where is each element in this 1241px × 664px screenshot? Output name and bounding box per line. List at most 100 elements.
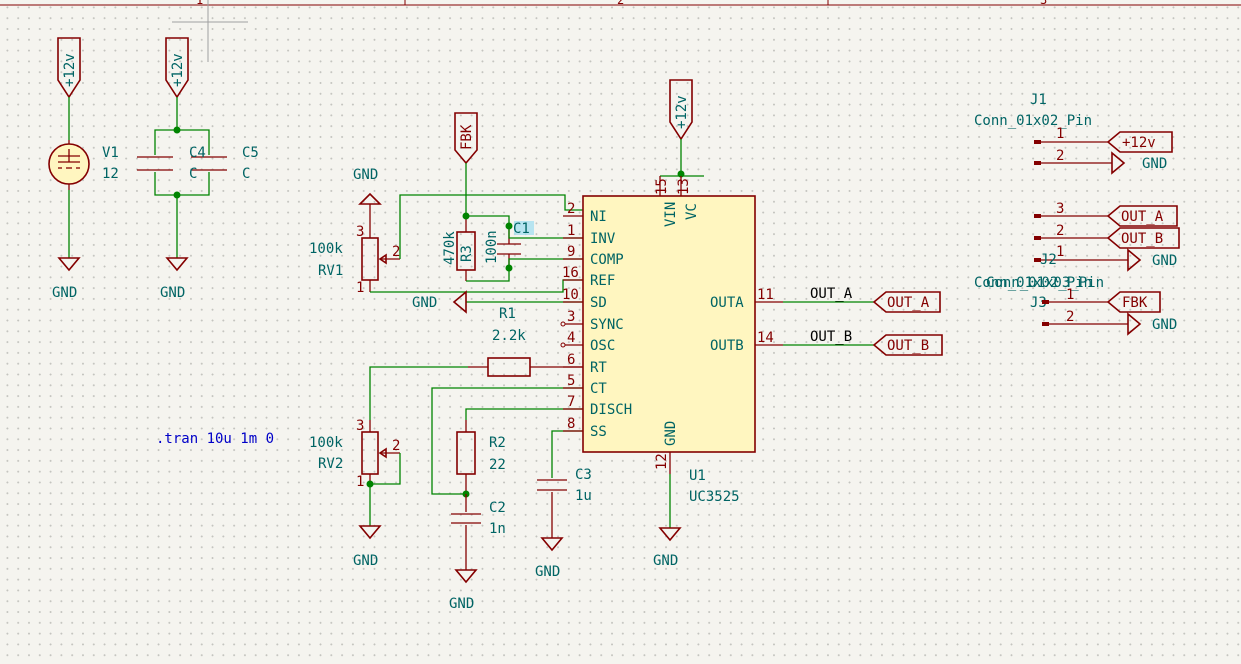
net-out-a[interactable]: OUT_A OUT_A <box>783 286 941 313</box>
gnd-symbol-c4[interactable]: GND <box>160 257 189 301</box>
u1-pin-name: REF <box>590 273 615 289</box>
u1-pin-name: VC <box>684 203 700 220</box>
rv2-ref: RV2 <box>318 456 343 472</box>
j2-out-b-label: OUT_B <box>1121 231 1163 247</box>
u1-pin-name: NI <box>590 209 607 225</box>
global-label-fbk[interactable]: FBK <box>454 112 478 165</box>
c1-ref: C1 <box>513 221 530 237</box>
j1-pin1: 1 <box>1056 126 1064 142</box>
u1-pin-num: 3 <box>567 309 575 325</box>
u1-pin-name: RT <box>590 360 607 376</box>
resistor-r3[interactable]: R3 470k <box>442 163 476 281</box>
c4-value: C <box>189 166 197 182</box>
connector-j1[interactable]: J1 Conn_01x02_Pin 1 2 +12v GND <box>974 92 1173 175</box>
j3-ref: J3 <box>1030 295 1047 311</box>
spice-directive[interactable]: .tran 10u 1m 0 <box>156 431 274 447</box>
gnd-label: GND <box>653 553 678 569</box>
gnd-label: GND <box>449 596 474 612</box>
v1-value: 12 <box>102 166 119 182</box>
rv1-pin2: 2 <box>392 244 400 260</box>
u1-pin-name: DISCH <box>590 402 632 418</box>
rv2-value: 100k <box>309 435 343 451</box>
net-out-b[interactable]: OUT_B OUT_B <box>783 329 943 356</box>
rv2-pin1: 1 <box>356 474 364 490</box>
ic-u1-uc3525[interactable]: GND 2 1 9 16 10 3 4 6 5 7 8 NI INV COMP … <box>560 139 783 569</box>
gnd-label: GND <box>1152 253 1177 269</box>
u1-pin-num: 6 <box>567 352 575 368</box>
gnd-label: GND <box>353 553 378 569</box>
potentiometer-rv2[interactable]: GND 3 2 1 100k RV2 <box>309 366 468 569</box>
global-label-out-a: OUT_A <box>887 295 930 311</box>
power-flag-12v-c4[interactable]: +12v <box>165 37 189 99</box>
rv1-ref: RV1 <box>318 263 343 279</box>
rv2-pin2: 2 <box>392 438 400 454</box>
gnd-symbol-sd[interactable]: GND <box>412 290 583 314</box>
u1-pin-name: COMP <box>590 252 624 268</box>
u1-pin-num: 12 <box>654 453 670 470</box>
resistor-r1[interactable]: R1 2.2k <box>468 306 583 377</box>
power-flag-label: +12v <box>674 95 690 129</box>
c2-value: 1n <box>489 521 506 537</box>
u1-pin-name: OUTB <box>710 338 744 354</box>
rv1-pin1: 1 <box>356 280 364 296</box>
u1-pin-num: 16 <box>562 265 579 281</box>
gnd-label: GND <box>412 295 437 311</box>
j3-value: Conn_01x02_Pin <box>974 275 1092 291</box>
connector-j2[interactable]: 3 2 1 OUT_A OUT_B GND J2 Conn_01x03_Pin <box>986 201 1180 291</box>
u1-pin-num: 7 <box>567 394 575 410</box>
j1-value: Conn_01x02_Pin <box>974 113 1092 129</box>
u1-pin-num: 1 <box>567 223 575 239</box>
c5-ref: C5 <box>242 145 259 161</box>
r2-value: 22 <box>489 457 506 473</box>
j1-ref: J1 <box>1030 92 1047 108</box>
net-label-out-b: OUT_B <box>810 329 852 345</box>
j2-out-a-label: OUT_A <box>1121 209 1164 225</box>
j2-ref: J2 <box>1040 252 1057 268</box>
border-number-2: 2 <box>617 0 624 7</box>
u1-pin-name: GND <box>663 421 679 446</box>
c5-value: C <box>242 166 250 182</box>
power-flag-label: +12v <box>170 53 186 87</box>
power-flag-12v-v1[interactable]: +12v <box>57 37 81 99</box>
j2-pin3: 3 <box>1056 201 1064 217</box>
v1-ref: V1 <box>102 145 119 161</box>
u1-pin-num: 10 <box>562 287 579 303</box>
capacitor-c2[interactable]: GND C2 1n <box>449 494 506 612</box>
j1-pin2: 2 <box>1056 148 1064 164</box>
u1-pin-name: CT <box>590 381 607 397</box>
crosshair-cursor-icon <box>172 0 248 62</box>
j2-pin1: 1 <box>1056 244 1064 260</box>
u1-pin-num: 5 <box>567 373 575 389</box>
j2-value: Conn_01x03_Pin <box>986 275 1104 291</box>
sheet-border: 1 2 3 <box>0 0 1241 7</box>
j1-12v-label: +12v <box>1122 135 1156 151</box>
gnd-symbol-v1[interactable]: GND <box>52 257 81 301</box>
rv1-pin3: 3 <box>356 224 364 240</box>
u1-pin-name: VIN <box>663 202 679 227</box>
global-label-out-b: OUT_B <box>887 338 929 354</box>
u1-pin-name: SD <box>590 295 607 311</box>
rv1-value: 100k <box>309 241 343 257</box>
capacitor-c4-c5[interactable]: C4 C C5 C <box>137 97 259 258</box>
power-flag-12v-u1[interactable]: +12v <box>669 79 693 141</box>
capacitor-c3[interactable]: GND C3 1u <box>535 430 592 580</box>
u1-value: UC3525 <box>689 489 740 505</box>
voltage-source-v1[interactable]: V1 12 <box>48 97 119 258</box>
u1-pin-num: 13 <box>676 178 692 195</box>
net-label-out-a: OUT_A <box>810 286 853 302</box>
gnd-label: GND <box>535 564 560 580</box>
r3-value: 470k <box>442 231 458 265</box>
capacitor-c1[interactable]: C1 100n <box>484 221 534 268</box>
rv2-pin3: 3 <box>356 418 364 434</box>
u1-pin-num: 8 <box>567 416 575 432</box>
potentiometer-rv1[interactable]: GND 3 2 1 100k RV1 <box>309 167 400 296</box>
c4-ref: C4 <box>189 145 206 161</box>
c2-ref: C2 <box>489 500 506 516</box>
r2-ref: R2 <box>489 435 506 451</box>
u1-pin-num: 15 <box>654 178 670 195</box>
gnd-label: GND <box>1152 317 1177 333</box>
connector-j3[interactable]: Conn_01x02_Pin J3 1 2 FBK GND <box>974 275 1177 336</box>
border-number-1: 1 <box>196 0 203 7</box>
resistor-r2[interactable]: R2 22 <box>456 408 583 494</box>
c1-value: 100n <box>484 230 500 264</box>
